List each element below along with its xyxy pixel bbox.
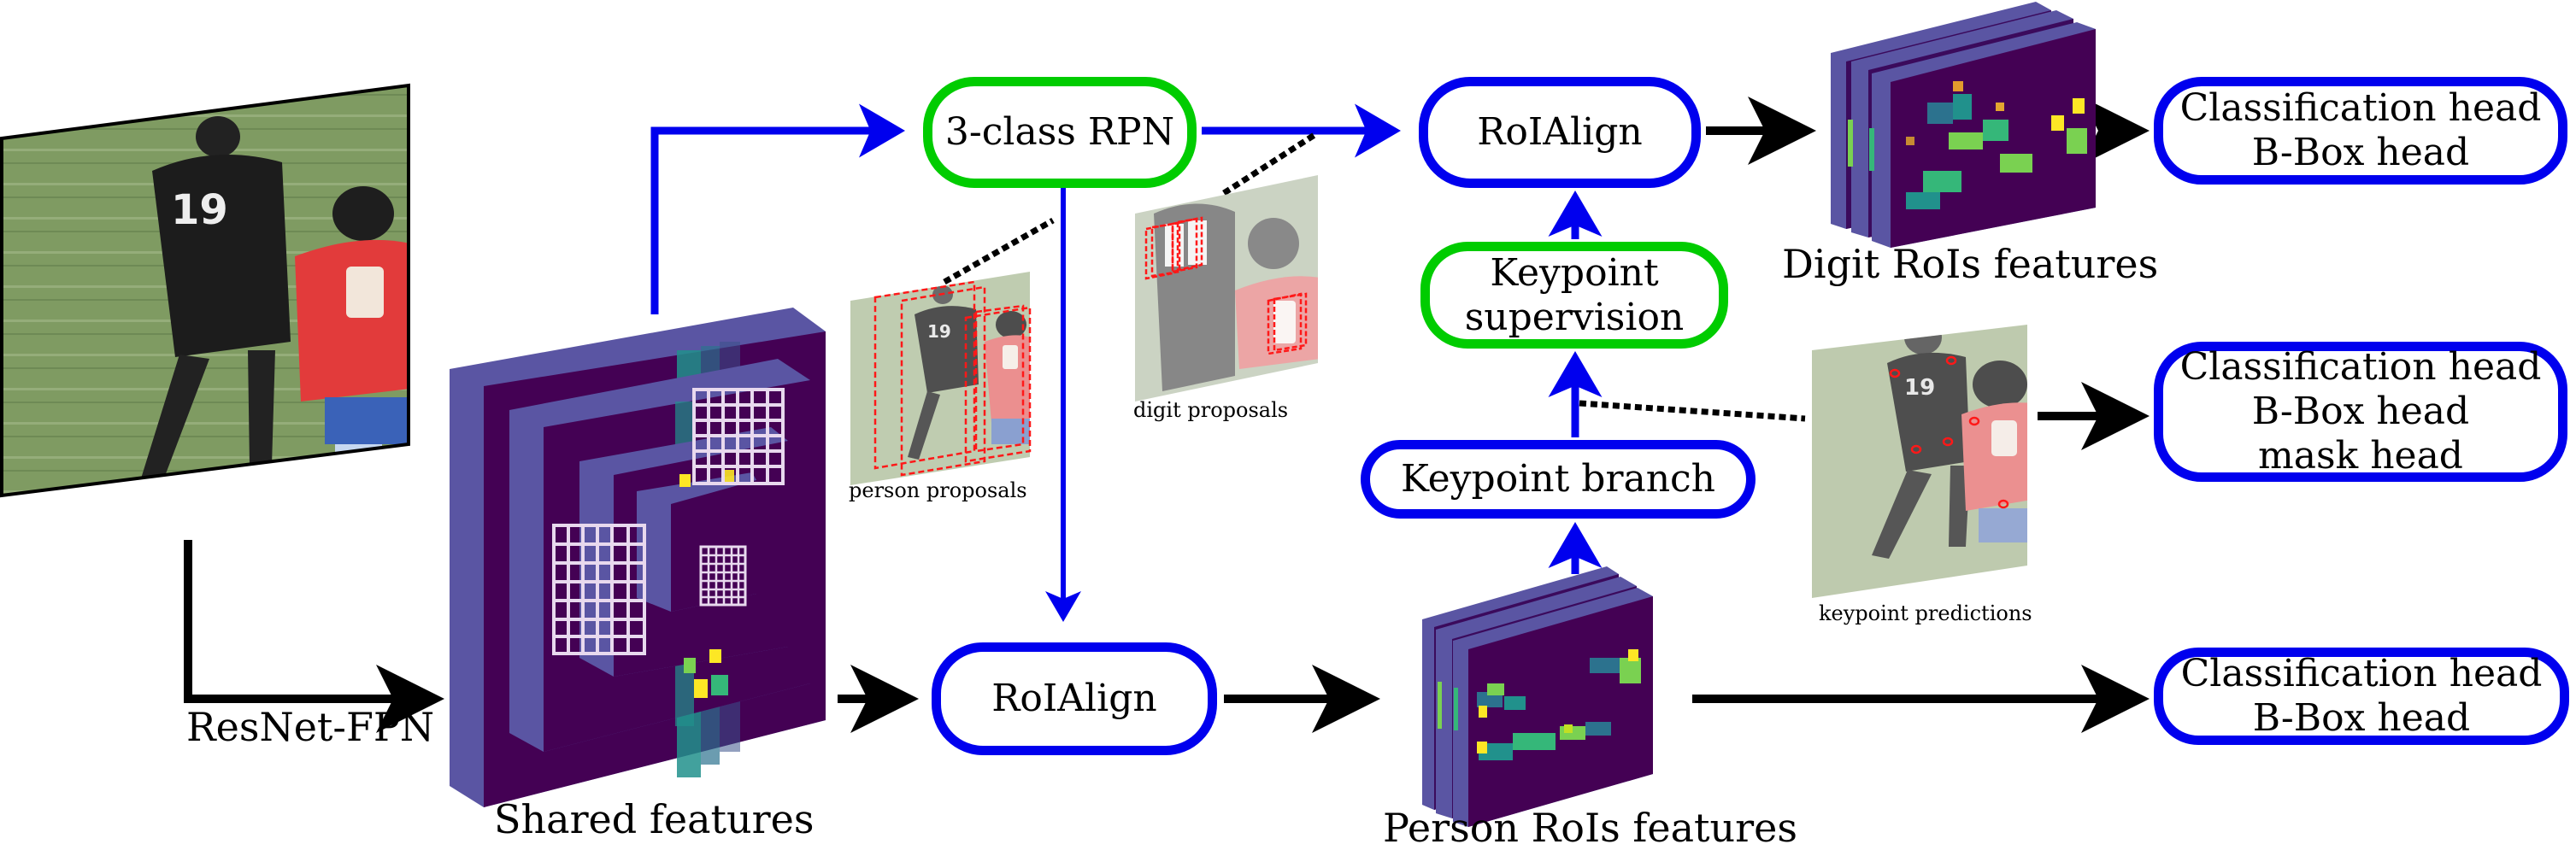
person-heads-line-2: B-Box head [2252, 696, 2471, 740]
shared-features-label: Shared features [494, 796, 815, 842]
digit-heads-line-2: B-Box head [2251, 131, 2470, 174]
keypoint-markers [1889, 355, 2009, 509]
svg-text:19: 19 [1904, 375, 1935, 401]
roialign-person-label: RoIAlign [991, 677, 1157, 721]
input-image: 19 [0, 83, 410, 498]
keypoint-supervision-node: Keypoint supervision [1420, 242, 1728, 349]
rpn-node: 3-class RPN [923, 77, 1197, 188]
digit-rois-features-block [1831, 2, 2096, 248]
heatmap-activations [1477, 649, 1641, 760]
keypoint-branch-node: Keypoint branch [1361, 440, 1756, 519]
keypoint-supervision-label-2: supervision [1464, 295, 1685, 339]
backbone-label: ResNet-FPN [186, 704, 435, 750]
heatmap-activations [1906, 81, 2087, 209]
person-rois-features-label: Person RoIs features [1383, 805, 1797, 851]
keypoint-predictions-image: 19 [1812, 325, 2027, 598]
digit-rois-features-label: Digit RoIs features [1782, 241, 2159, 287]
digit-heads-node: Classification head B-Box head [2154, 77, 2567, 185]
digit-proposals-image [1135, 175, 1318, 402]
person-rois-features-block [1422, 566, 1653, 827]
rpn-label: 3-class RPN [944, 110, 1175, 155]
svg-text:19: 19 [171, 186, 228, 234]
roialign-person-node: RoIAlign [932, 642, 1217, 755]
keypoint-supervision-label-1: Keypoint [1490, 250, 1659, 295]
person-proposals-label: person proposals [849, 478, 1027, 502]
keypoint-heads-line-1: Classification head [2179, 345, 2542, 390]
digit-proposals-label: digit proposals [1133, 398, 1289, 422]
svg-text:19: 19 [927, 321, 951, 342]
roi-grid [552, 388, 785, 655]
shared-features-block [450, 308, 826, 807]
edge-input-to-shared [184, 540, 444, 733]
edges [184, 97, 2150, 733]
roialign-digit-label: RoIAlign [1477, 110, 1643, 155]
keypoint-branch-label: Keypoint branch [1400, 457, 1716, 501]
keypoint-heads-line-2: B-Box head [2251, 390, 2470, 434]
leader-keypoint-predictions [1579, 400, 1806, 422]
keypoint-heads-line-3: mask head [2258, 433, 2463, 478]
person-heads-node: Classification head B-Box head [2154, 648, 2569, 745]
roialign-digit-node: RoIAlign [1419, 77, 1701, 188]
keypoint-predictions-label: keypoint predictions [1819, 601, 2032, 625]
keypoint-heads-node: Classification head B-Box head mask head [2154, 342, 2567, 482]
edge-shared-to-rpn [650, 103, 905, 314]
leader-digit-proposals [1222, 132, 1316, 196]
person-proposals-image: 19 [850, 272, 1032, 485]
leader-person-proposals [943, 217, 1055, 285]
person-heads-line-1: Classification head [2180, 652, 2543, 696]
digit-heads-line-1: Classification head [2179, 86, 2542, 131]
